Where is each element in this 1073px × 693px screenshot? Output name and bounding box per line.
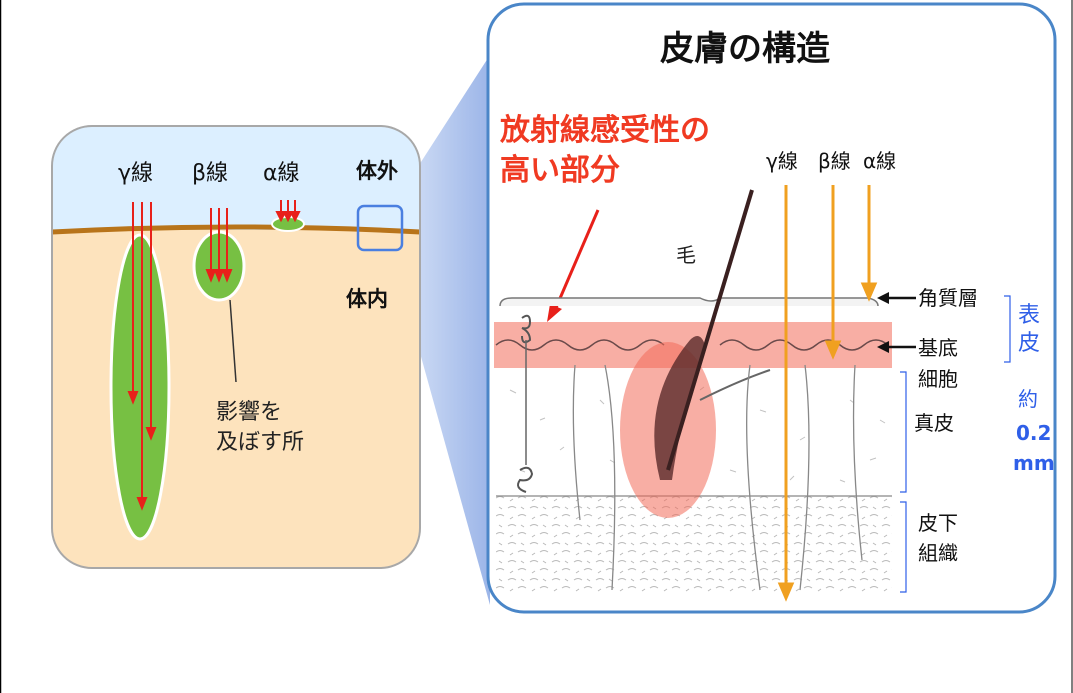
sensitive-label-line2: 高い部分 [500, 153, 620, 188]
layer-pointers [877, 292, 916, 353]
skin-structure-title: 皮膚の構造 [660, 29, 830, 69]
left-beta-label: β線 [192, 161, 228, 186]
dermis-label: 真皮 [914, 411, 954, 435]
subcutaneous-tissue [496, 496, 892, 596]
gamma-effect-area [109, 233, 171, 541]
skin-surface-line [52, 224, 420, 235]
outside-label: 体外 [356, 159, 398, 183]
effect-pointer-line [229, 299, 237, 383]
left-panel: γ線 β線 α線 体外 体内 影響を 及ぼす所 [51, 125, 421, 569]
thickness-unit: mm [1013, 451, 1055, 475]
stratum-corneum-label: 角質層 [918, 286, 978, 310]
left-panel-border [51, 125, 421, 569]
hair-shaft [666, 189, 754, 471]
subcutaneous-label-line1: 皮下 [918, 511, 958, 535]
hair-root [654, 336, 705, 480]
sensitive-label-line1: 放射線感受性の [499, 113, 710, 148]
subcutaneous-label-line2: 組織 [918, 541, 958, 565]
left-gamma-label: γ線 [118, 161, 153, 186]
epidermis-label-line2: 皮 [1018, 331, 1040, 356]
effect-label-line2: 及ぼす所 [216, 430, 304, 455]
alpha-arrows [275, 200, 301, 223]
sensitive-pointer-arrow [547, 209, 600, 322]
sweat-gland-bottom [517, 466, 534, 493]
gamma-arrows [127, 202, 157, 511]
hair-label: 毛 [676, 243, 696, 267]
effect-label-line1: 影響を [216, 400, 282, 425]
layer-brackets [900, 295, 1011, 593]
thickness-value: 0.2 [1016, 421, 1051, 445]
right-alpha-label: α線 [863, 149, 896, 173]
beta-arrows [205, 208, 233, 283]
inside-label: 体内 [346, 287, 388, 311]
thickness-prefix: 約 [1018, 387, 1038, 411]
right-beta-label: β線 [818, 149, 851, 173]
right-gamma-label: γ線 [766, 149, 798, 173]
zoom-marker [356, 204, 404, 252]
radiation-arrows [777, 185, 878, 602]
right-panel: 皮膚の構造 放射線感受性の 高い部分 [486, 2, 1057, 614]
basal-label-line1: 基底 [918, 336, 958, 360]
left-alpha-label: α線 [263, 161, 300, 186]
skin-illustration [494, 189, 892, 596]
basal-label-line2: 細胞 [918, 367, 958, 391]
epidermis-label-line1: 表 [1018, 303, 1040, 328]
stratum-corneum [499, 297, 879, 307]
